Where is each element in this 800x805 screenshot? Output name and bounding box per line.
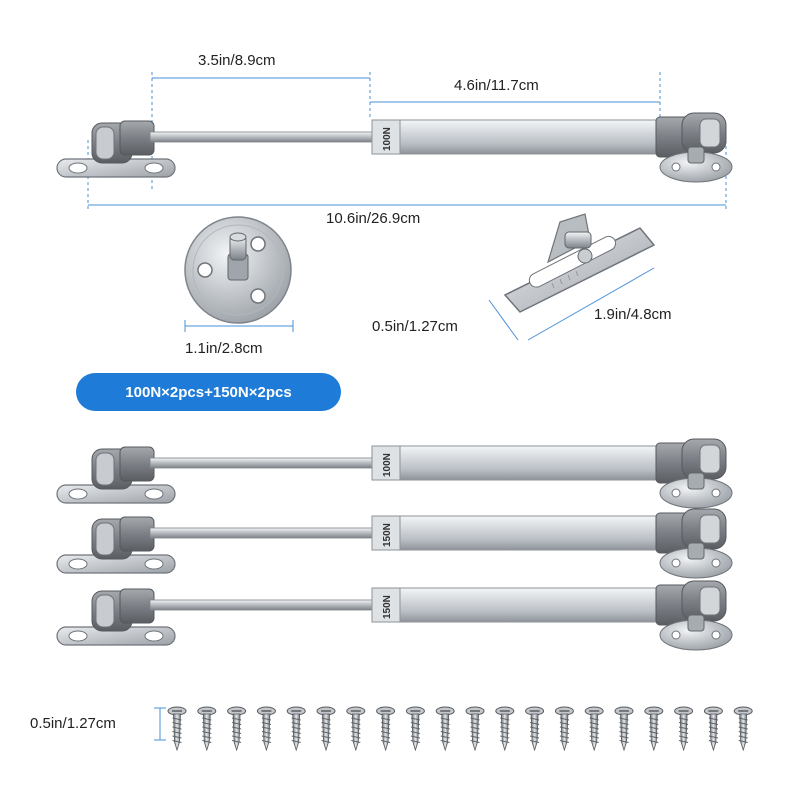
screw-set xyxy=(167,706,753,752)
dimension-lines xyxy=(87,72,727,741)
screw xyxy=(674,706,694,752)
screw xyxy=(733,706,753,752)
screw xyxy=(554,706,574,752)
screw xyxy=(703,706,723,752)
screw xyxy=(316,706,336,752)
l-bracket xyxy=(503,213,656,313)
quantity-badge: 100N×2pcs+150N×2pcs xyxy=(76,373,341,411)
strut-force-label: 100N xyxy=(382,127,393,151)
screw xyxy=(584,706,604,752)
rod-length-label: 3.5in/8.9cm xyxy=(198,52,276,69)
screw xyxy=(256,706,276,752)
strut-force-label: 150N xyxy=(382,523,393,547)
screw xyxy=(644,706,664,752)
screw xyxy=(227,706,247,752)
strut-force-label: 150N xyxy=(382,595,393,619)
gas-strut-100n: 100N xyxy=(56,438,733,509)
screw xyxy=(495,706,515,752)
body-length-label: 4.6in/11.7cm xyxy=(454,77,539,94)
screw xyxy=(376,706,396,752)
screw xyxy=(525,706,545,752)
round-mount-plate xyxy=(184,216,292,324)
bracket-width-dimension-line xyxy=(488,299,519,341)
screw xyxy=(405,706,425,752)
total-length-label: 10.6in/26.9cm xyxy=(326,210,421,227)
strut-force-label: 100N xyxy=(382,453,393,477)
gas-strut-150n: 150N xyxy=(56,580,733,651)
screw-length-label: 0.5in/1.27cm xyxy=(30,715,116,732)
gas-strut-dimensioned: 100N xyxy=(56,112,733,183)
bracket-length-dimension-line xyxy=(527,267,655,341)
screw xyxy=(435,706,455,752)
screw xyxy=(465,706,485,752)
screw xyxy=(286,706,306,752)
round-mount-label: 1.1in/2.8cm xyxy=(185,340,263,357)
screw xyxy=(167,706,187,752)
gas-strut-150n: 150N xyxy=(56,508,733,579)
screw xyxy=(346,706,366,752)
screw xyxy=(197,706,217,752)
screw xyxy=(614,706,634,752)
bracket-length-label: 1.9in/4.8cm xyxy=(594,306,672,323)
bracket-width-label: 0.5in/1.27cm xyxy=(372,318,458,335)
